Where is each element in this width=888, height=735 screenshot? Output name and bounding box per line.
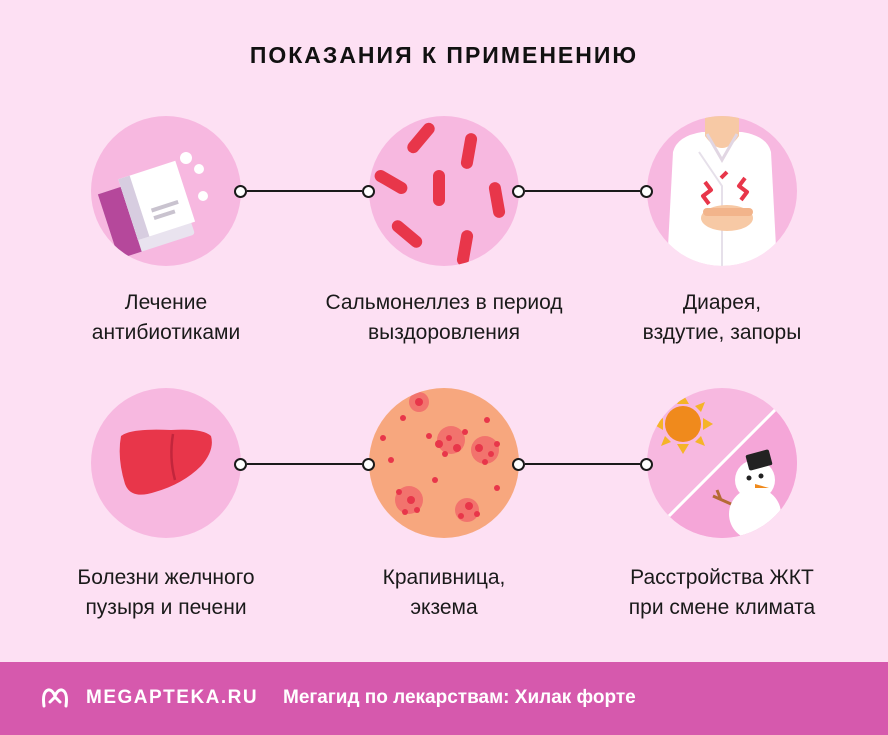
connector-dot — [640, 185, 653, 198]
connector-line — [525, 190, 640, 192]
footer-bar: MEGAPTEKA.RU Мегагид по лекарствам: Хила… — [0, 662, 888, 735]
brand-link[interactable]: MEGAPTEKA.RU — [86, 687, 259, 708]
connector-dot — [512, 185, 525, 198]
connector-dot — [362, 458, 375, 471]
connector-line — [247, 190, 362, 192]
indication-label: Диарея,вздутие, запоры — [642, 291, 802, 344]
megapteka-logo-icon — [42, 688, 68, 708]
indication-label: Крапивница,экзема — [382, 566, 506, 619]
connector-line — [247, 463, 362, 465]
medicine-box-icon — [97, 152, 208, 260]
bacteria-circle — [369, 116, 519, 266]
medicine-box-circle — [91, 116, 241, 266]
connector-dot — [362, 185, 375, 198]
connector-dot — [512, 458, 525, 471]
skin-rash-icon — [380, 392, 500, 522]
sun-snowman-icon — [647, 388, 797, 538]
liver-circle — [91, 388, 241, 538]
connector-dot — [234, 185, 247, 198]
connector-line — [525, 463, 640, 465]
liver-icon — [119, 429, 212, 495]
connector-dot — [234, 458, 247, 471]
skin-rash-circle — [369, 388, 519, 538]
sun-snowman-circle — [647, 388, 797, 538]
stomach-pain-circle — [647, 116, 797, 266]
bacteria-icon — [374, 122, 506, 266]
footer-tagline: Мегагид по лекарствам: Хилак форте — [283, 687, 636, 708]
stomach-pain-icon — [667, 116, 777, 266]
connector-dot — [640, 458, 653, 471]
page-title: ПОКАЗАНИЯ К ПРИМЕНЕНИЮ — [249, 42, 639, 68]
